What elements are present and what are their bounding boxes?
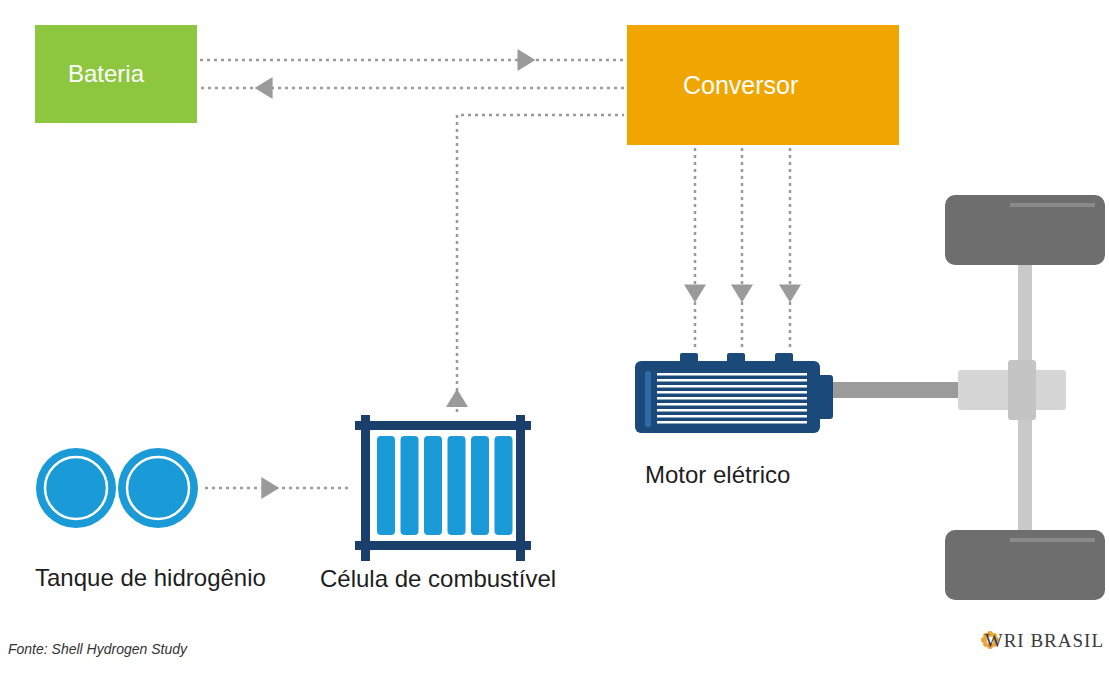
dotted-connector xyxy=(446,115,624,412)
box-label: Bateria xyxy=(68,60,183,88)
hydrogen-tank-shape xyxy=(35,446,200,530)
fuel-cell-shape xyxy=(355,415,531,561)
electric-motor-shape xyxy=(635,353,835,435)
connector-line xyxy=(741,148,744,350)
dotted-connector xyxy=(779,148,801,350)
arrow-head xyxy=(731,284,753,302)
connector-line xyxy=(694,148,697,350)
publisher-logo-text: WRI BRASIL xyxy=(985,630,1104,652)
dotted-connector xyxy=(684,148,706,350)
differential-core xyxy=(1008,360,1036,420)
box-label: Conversor xyxy=(683,71,885,100)
dotted-connector xyxy=(731,148,753,350)
hydrogen-tank: Tanque de hidrogênio xyxy=(35,446,200,530)
electric-motor-icon xyxy=(635,353,835,435)
arrow-head xyxy=(261,477,279,499)
arrow-head xyxy=(446,389,468,407)
electric-motor: Motor elétrico xyxy=(635,353,835,435)
connector-line xyxy=(789,148,792,350)
component-label: Célula de combustível xyxy=(320,565,556,593)
source-note: Fonte: Shell Hydrogen Study xyxy=(8,641,187,657)
fuel-cell-icon xyxy=(355,415,531,561)
arrow-head xyxy=(684,284,706,302)
hydrogen-tank-icon xyxy=(35,446,200,530)
battery-box: Bateria xyxy=(35,25,197,123)
motor-shaft xyxy=(828,382,963,398)
wheel-highlight xyxy=(1010,538,1095,542)
dotted-connector xyxy=(205,477,350,499)
connector-line xyxy=(200,59,624,62)
dotted-connector xyxy=(200,49,624,71)
fuel-cell: Célula de combustível xyxy=(355,415,531,561)
connector-line xyxy=(457,115,624,412)
dotted-connector xyxy=(200,77,624,99)
wheel-highlight xyxy=(1010,203,1095,207)
arrow-head xyxy=(255,77,273,99)
arrow-head xyxy=(779,284,801,302)
wheel xyxy=(945,530,1105,600)
wheel xyxy=(945,195,1105,265)
component-label: Motor elétrico xyxy=(645,461,790,489)
component-label: Tanque de hidrogênio xyxy=(35,564,266,592)
converter-box: Conversor xyxy=(627,25,899,145)
arrow-head xyxy=(518,49,536,71)
